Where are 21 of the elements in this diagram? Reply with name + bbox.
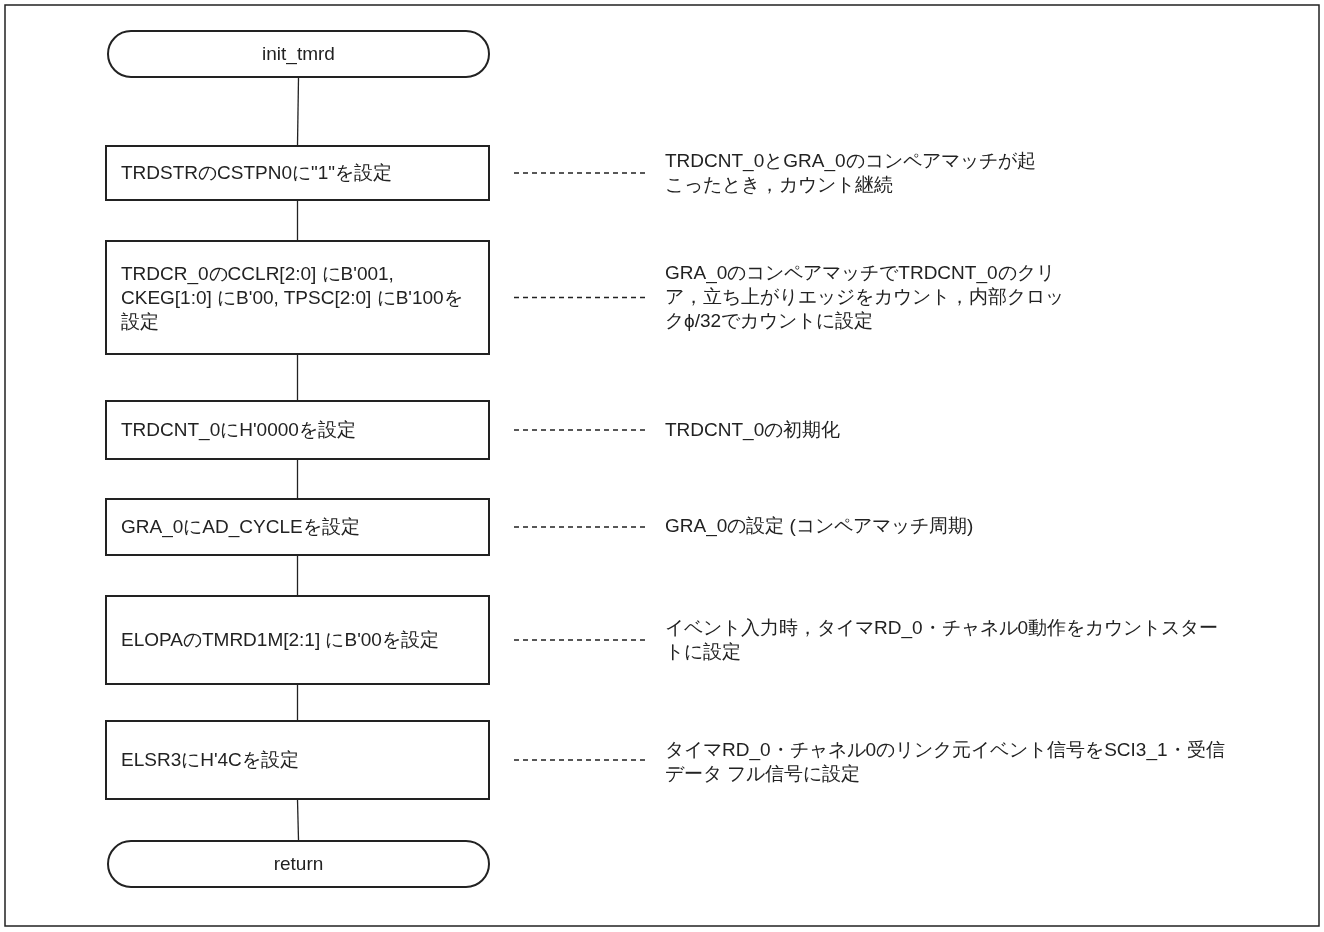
connector-line bbox=[296, 459, 299, 499]
comment-text: TRDCNT_0とGRA_0のコンペアマッチが起こったとき，カウント継続 bbox=[665, 148, 1045, 198]
comment-text: TRDCNT_0の初期化 bbox=[665, 415, 965, 445]
process-box: TRDSTRのCSTPN0に"1"を設定 bbox=[105, 145, 490, 201]
comment-text: GRA_0の設定 (コンペアマッチ周期) bbox=[665, 511, 1085, 541]
process-box: ELSR3にH'4Cを設定 bbox=[105, 720, 490, 800]
process-box: TRDCR_0のCCLR[2:0] にB'001, CKEG[1:0] にB'00, TPSC[2:0] にB'100を設定 bbox=[105, 240, 490, 355]
process-box: ELOPAのTMRD1M[2:1] にB'00を設定 bbox=[105, 595, 490, 685]
terminator-box: return bbox=[107, 840, 490, 888]
connector-line bbox=[296, 200, 299, 241]
connector-line bbox=[296, 684, 299, 721]
connector-line bbox=[296, 354, 299, 401]
terminator-box: init_tmrd bbox=[107, 30, 490, 78]
connector-line bbox=[296, 799, 300, 841]
comment-text: タイマRD_0・チャネル0のリンク元イベント信号をSCI3_1・受信データ フル信号に設定 bbox=[665, 734, 1225, 790]
process-box: TRDCNT_0にH'0000を設定 bbox=[105, 400, 490, 460]
connector-line bbox=[296, 555, 299, 596]
connector-line bbox=[296, 77, 300, 146]
process-box: GRA_0にAD_CYCLEを設定 bbox=[105, 498, 490, 556]
comment-text: GRA_0のコンペアマッチでTRDCNT_0のクリア，立ち上がりエッジをカウント，内部クロックϕ/32でカウントに設定 bbox=[665, 252, 1070, 342]
comment-text: イベント入力時，タイマRD_0・チャネル0動作をカウントスタートに設定 bbox=[665, 612, 1225, 668]
